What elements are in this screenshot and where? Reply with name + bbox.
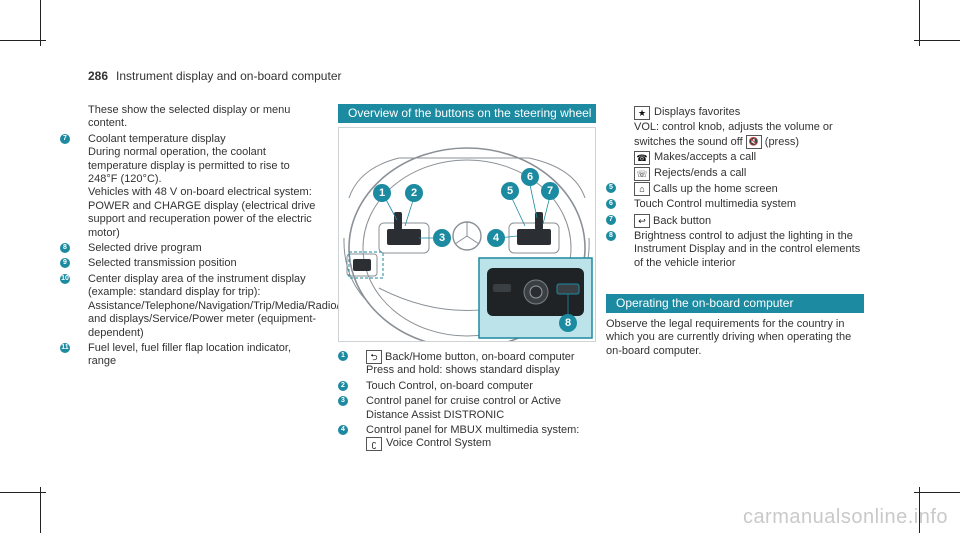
callout-number: 10 — [60, 273, 70, 284]
item-text: Vehicles with 48 V on-board electrical s… — [88, 186, 316, 239]
item-text: ⮌Back/Home button, on-board computer — [366, 350, 596, 364]
list-item: 3 Control panel for cruise control or Ac… — [338, 395, 596, 422]
volume-suffix: (press) — [764, 135, 800, 148]
crop-mark — [40, 487, 41, 533]
callout-number: 7 — [60, 133, 70, 144]
home-icon: ⌂ — [634, 181, 650, 196]
section-banner: Operating the on-board computer — [606, 294, 864, 313]
phone-end-icon: ☏ — [634, 166, 650, 181]
sub-item-label: Rejects/ends a call — [654, 166, 747, 179]
callout-number: 8 — [606, 230, 616, 241]
list-item: 11 Fuel level, fuel filler flap location… — [60, 342, 322, 369]
callout-number: 1 — [338, 351, 348, 361]
item-label: Back button — [653, 214, 712, 227]
figure-callout: 6 — [521, 168, 539, 186]
item-label: Touch Control multimedia system — [634, 198, 797, 211]
callout-number: 8 — [60, 243, 70, 254]
section-title: Instrument display and on-board computer — [116, 69, 342, 83]
item-text: Fuel level, fuel filler flap location in… — [88, 341, 291, 368]
list-item: 1 ⮌Back/Home button, on-board computer P… — [338, 350, 596, 378]
back-icon: ↩ — [634, 213, 650, 228]
list-item: 4 Control panel for MBUX multimedia syst… — [338, 423, 596, 452]
mute-icon: 🔇 — [745, 134, 762, 149]
intro-text: These show the selected display or menu … — [88, 104, 291, 130]
column-right: ★ Displays favorites VOL: control knob, … — [606, 106, 866, 272]
sub-item-label: Displays favorites — [654, 106, 741, 118]
sub-item: ☎ Makes/accepts a call — [634, 151, 866, 166]
list-item: 7 ↩Back button — [606, 213, 866, 228]
sub-item: ★ Displays favorites — [634, 106, 866, 120]
callout-number: 9 — [60, 258, 70, 269]
list-item: 7 Coolant temperature display During nor… — [60, 133, 322, 240]
figure-callout: 7 — [541, 182, 559, 200]
steering-wheel-figure: 1 2 3 4 5 6 7 8 — [338, 127, 596, 349]
callout-number: 5 — [606, 182, 616, 193]
list-item: 6 Touch Control multimedia system — [606, 198, 866, 211]
sub-item-label: Makes/accepts a call — [654, 151, 757, 164]
watermark: carmanualsonline.info — [742, 506, 948, 528]
item-label: Brightness control to adjust the lightin… — [634, 229, 861, 269]
column-middle: 1 ⮌Back/Home button, on-board computer P… — [338, 350, 596, 453]
callout-number: 4 — [338, 424, 348, 435]
item-text: Press and hold: shows standard display — [366, 364, 560, 377]
item-label: Calls up the home screen — [653, 182, 778, 195]
steering-wheel-illustration — [343, 147, 593, 349]
crop-mark — [0, 492, 46, 493]
item-text: During normal operation, the coolant tem… — [88, 146, 290, 186]
crop-mark — [919, 0, 920, 46]
sub-item: ʗ Voice Control System — [366, 437, 596, 452]
item-label: Back/Home button, on-board computer — [385, 350, 575, 363]
back-home-icon: ⮌ — [366, 350, 382, 364]
figure-callout: 2 — [405, 184, 423, 202]
volume-text: VOL: control knob, adjusts the volume or… — [634, 121, 866, 149]
sub-list: ★ Displays favorites VOL: control knob, … — [606, 106, 866, 181]
figure-callout: 8 — [559, 314, 577, 332]
crop-mark — [914, 492, 960, 493]
list-item: 9 Selected transmission position — [60, 257, 322, 270]
list-item: 8 Selected drive program — [60, 242, 322, 255]
callout-number: 7 — [606, 214, 616, 225]
item-text: Control panel for cruise control or Acti… — [366, 395, 562, 421]
page-header: 286 Instrument display and on-board comp… — [88, 69, 342, 83]
crop-mark — [919, 487, 920, 533]
item-text: Coolant temperature display — [88, 132, 226, 145]
list-item: 2 Touch Control, on-board computer — [338, 380, 596, 393]
callout-number: 6 — [606, 199, 616, 210]
figure-callout: 5 — [501, 182, 519, 200]
list-item: 5 ⌂Calls up the home screen — [606, 181, 866, 196]
item-text: Selected transmission position — [88, 257, 237, 270]
callout-number: 11 — [60, 342, 70, 353]
column-left: These show the selected display or menu … — [60, 104, 370, 371]
callout-number: 2 — [338, 380, 348, 391]
phone-accept-icon: ☎ — [634, 151, 650, 166]
item-text: Selected drive program — [88, 242, 202, 255]
crop-mark — [40, 0, 41, 46]
sub-item-label: Voice Control System — [386, 437, 492, 450]
callout-number: 3 — [338, 396, 348, 407]
list-item: 10 Center display area of the instrument… — [60, 272, 370, 340]
item-text: Touch Control, on-board computer — [366, 379, 533, 392]
volume-label: VOL: control knob, adjusts the volume or… — [634, 121, 833, 148]
item-text: Center display area of the instrument di… — [88, 272, 370, 339]
sub-item: ☏ Rejects/ends a call — [634, 166, 866, 181]
list-item: 8 Brightness control to adjust the light… — [606, 230, 866, 270]
star-icon: ★ — [634, 106, 650, 120]
voice-control-icon: ʗ — [366, 437, 382, 452]
section-banner: Overview of the buttons on the steering … — [338, 104, 596, 123]
figure-callout: 4 — [487, 229, 505, 247]
observe-text: Observe the legal requirements for the c… — [606, 318, 852, 357]
item-text: Control panel for MBUX multimedia system… — [366, 423, 580, 436]
figure-callout: 1 — [373, 184, 391, 202]
figure-callout: 3 — [433, 229, 451, 247]
crop-mark — [914, 40, 960, 41]
page-number: 286 — [88, 69, 109, 83]
crop-mark — [0, 40, 46, 41]
